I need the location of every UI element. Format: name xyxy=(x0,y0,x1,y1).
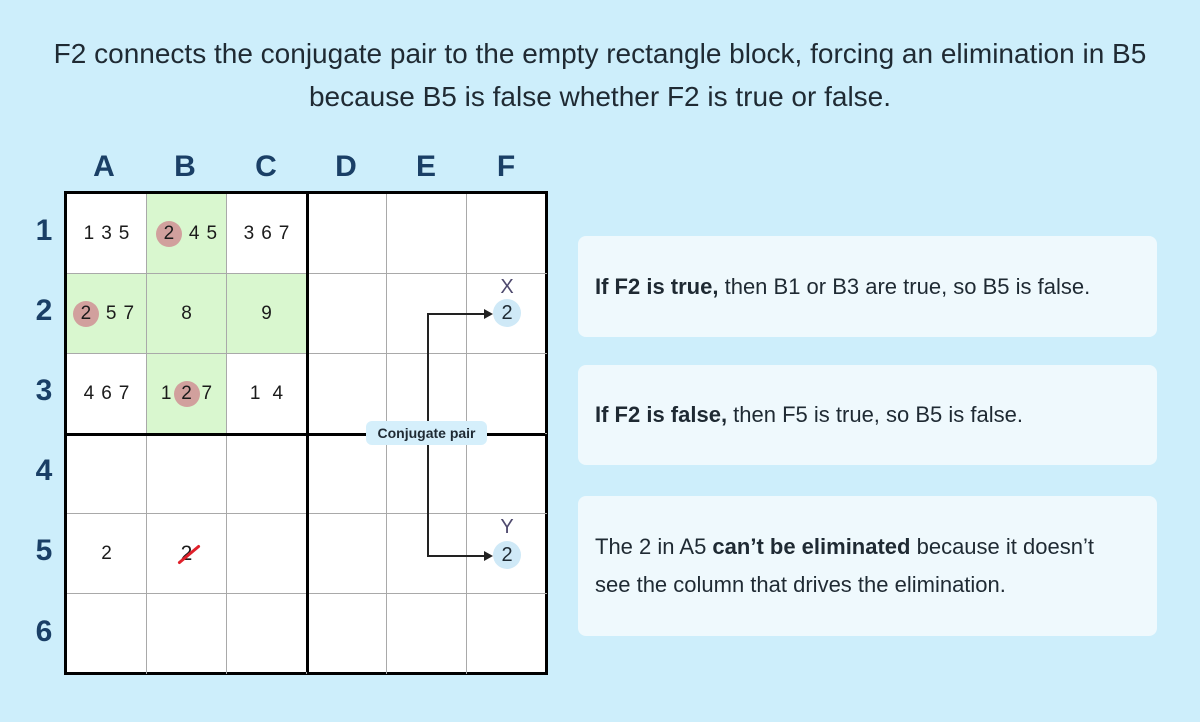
explanation-card-f2-true: If F2 is true, then B1 or B3 are true, s… xyxy=(578,236,1157,337)
column-label-c: C xyxy=(255,150,277,183)
explanation-card-a5: The 2 in A5 can’t be eliminated because … xyxy=(578,496,1157,636)
explanation-card-f2-false: If F2 is false, then F5 is true, so B5 i… xyxy=(578,365,1157,465)
candidate: 3 xyxy=(101,222,112,244)
candidates: 2 5 7 xyxy=(72,300,135,327)
cell-e1[interactable] xyxy=(387,194,467,274)
column-label-d: D xyxy=(335,150,357,183)
candidate: 5 xyxy=(105,302,117,324)
card-body-text: because it doesn’t see the column that d… xyxy=(595,534,1094,597)
cell-a6[interactable] xyxy=(67,594,147,674)
candidates: 1 3 5 xyxy=(84,223,130,245)
marker-x: X xyxy=(500,276,514,298)
row-label-3: 3 xyxy=(35,374,53,407)
card-body-text: The 2 in A5 xyxy=(595,534,713,559)
cell-a4[interactable] xyxy=(67,434,147,514)
page-title: F2 connects the conjugate pair to the em… xyxy=(53,38,1147,112)
cell-a2[interactable]: 2 5 7 xyxy=(67,274,147,354)
cell-d6[interactable] xyxy=(307,594,387,674)
candidate: 1 xyxy=(249,382,261,404)
arrow-right-icon xyxy=(484,309,493,319)
row-label-5: 5 xyxy=(35,534,53,567)
row-label-2: 2 xyxy=(35,294,53,327)
eliminated-candidate: 2 xyxy=(180,541,193,565)
box-divider-horizontal xyxy=(67,433,545,436)
f2-candidate: 2 xyxy=(493,299,521,327)
cell-value: 9 xyxy=(261,302,272,324)
candidates: 4 6 7 xyxy=(84,383,130,405)
cell-c3[interactable]: 1 4 xyxy=(227,354,307,434)
candidates: 2 4 5 xyxy=(155,220,218,247)
cell-value: 2 xyxy=(101,542,112,564)
cell-c6[interactable] xyxy=(227,594,307,674)
cell-b1[interactable]: 2 4 5 xyxy=(147,194,227,274)
cell-f6[interactable] xyxy=(467,594,547,674)
candidate: 7 xyxy=(201,382,213,404)
cell-a1[interactable]: 1 3 5 xyxy=(67,194,147,274)
candidate: 4 xyxy=(272,382,284,404)
cell-b3[interactable]: 1 2 7 xyxy=(147,354,227,434)
candidate: 6 xyxy=(101,382,112,404)
highlighted-candidate: 2 xyxy=(72,300,99,327)
row-label-1: 1 xyxy=(35,214,53,247)
column-label-a: A xyxy=(93,150,115,183)
candidate: 4 xyxy=(188,222,200,244)
column-label-b: B xyxy=(174,150,196,183)
card-bold-text: can’t be eliminated xyxy=(712,534,911,559)
cell-f4[interactable] xyxy=(467,434,547,514)
cell-f5[interactable] xyxy=(467,514,547,594)
row-label-4: 4 xyxy=(35,454,53,487)
card-text: The 2 in A5 can’t be eliminated because … xyxy=(595,528,1135,604)
candidate: 7 xyxy=(123,302,135,324)
marker-y: Y xyxy=(500,516,514,538)
cell-e5[interactable] xyxy=(387,514,467,594)
cell-a5[interactable]: 2 xyxy=(67,514,147,594)
candidate: 7 xyxy=(278,222,290,244)
highlighted-candidate: 2 xyxy=(155,220,182,247)
connector-line-to-f5 xyxy=(427,555,487,557)
cell-b6[interactable] xyxy=(147,594,227,674)
cell-b4[interactable] xyxy=(147,434,227,514)
cell-d4[interactable] xyxy=(307,434,387,514)
column-label-f: F xyxy=(496,150,516,183)
cell-a3[interactable]: 4 6 7 xyxy=(67,354,147,434)
cell-b2[interactable]: 8 xyxy=(147,274,227,354)
cell-value: 8 xyxy=(181,302,192,324)
f5-candidate: 2 xyxy=(493,541,521,569)
cell-c1[interactable]: 3 6 7 xyxy=(227,194,307,274)
cell-d1[interactable] xyxy=(307,194,387,274)
cell-c2[interactable]: 9 xyxy=(227,274,307,354)
card-text: If F2 is true, then B1 or B3 are true, s… xyxy=(595,268,1090,306)
candidates: 1 2 7 xyxy=(160,380,213,407)
column-label-e: E xyxy=(415,150,436,183)
card-text: If F2 is false, then F5 is true, so B5 i… xyxy=(595,396,1023,434)
cell-d5[interactable] xyxy=(307,514,387,594)
candidates: 1 4 xyxy=(250,383,283,405)
candidate: 6 xyxy=(261,222,272,244)
candidate: 1 xyxy=(83,222,95,244)
candidate: 4 xyxy=(83,382,95,404)
card-body-text: then F5 is true, so B5 is false. xyxy=(727,402,1023,427)
highlighted-candidate: 2 xyxy=(173,380,200,407)
cell-d2[interactable] xyxy=(307,274,387,354)
row-label-6: 6 xyxy=(35,615,53,648)
cell-b5[interactable]: 2 xyxy=(147,514,227,594)
cell-c4[interactable] xyxy=(227,434,307,514)
arrow-right-icon xyxy=(484,551,493,561)
candidates: 3 6 7 xyxy=(244,223,290,245)
card-body-text: then B1 or B3 are true, so B5 is false. xyxy=(718,273,1091,299)
candidate: 7 xyxy=(118,382,130,404)
cell-f1[interactable] xyxy=(467,194,547,274)
conjugate-pair-label: Conjugate pair xyxy=(366,421,487,445)
candidate: 1 xyxy=(160,382,172,404)
cell-e6[interactable] xyxy=(387,594,467,674)
candidate: 5 xyxy=(206,222,218,244)
candidate: 3 xyxy=(243,222,255,244)
cell-c5[interactable] xyxy=(227,514,307,594)
card-bold-text: If F2 is false, xyxy=(595,402,728,427)
candidate: 5 xyxy=(118,222,130,244)
cell-f2[interactable] xyxy=(467,274,547,354)
connector-line-to-f2 xyxy=(427,313,487,315)
card-bold-text: If F2 is true, xyxy=(595,273,719,299)
